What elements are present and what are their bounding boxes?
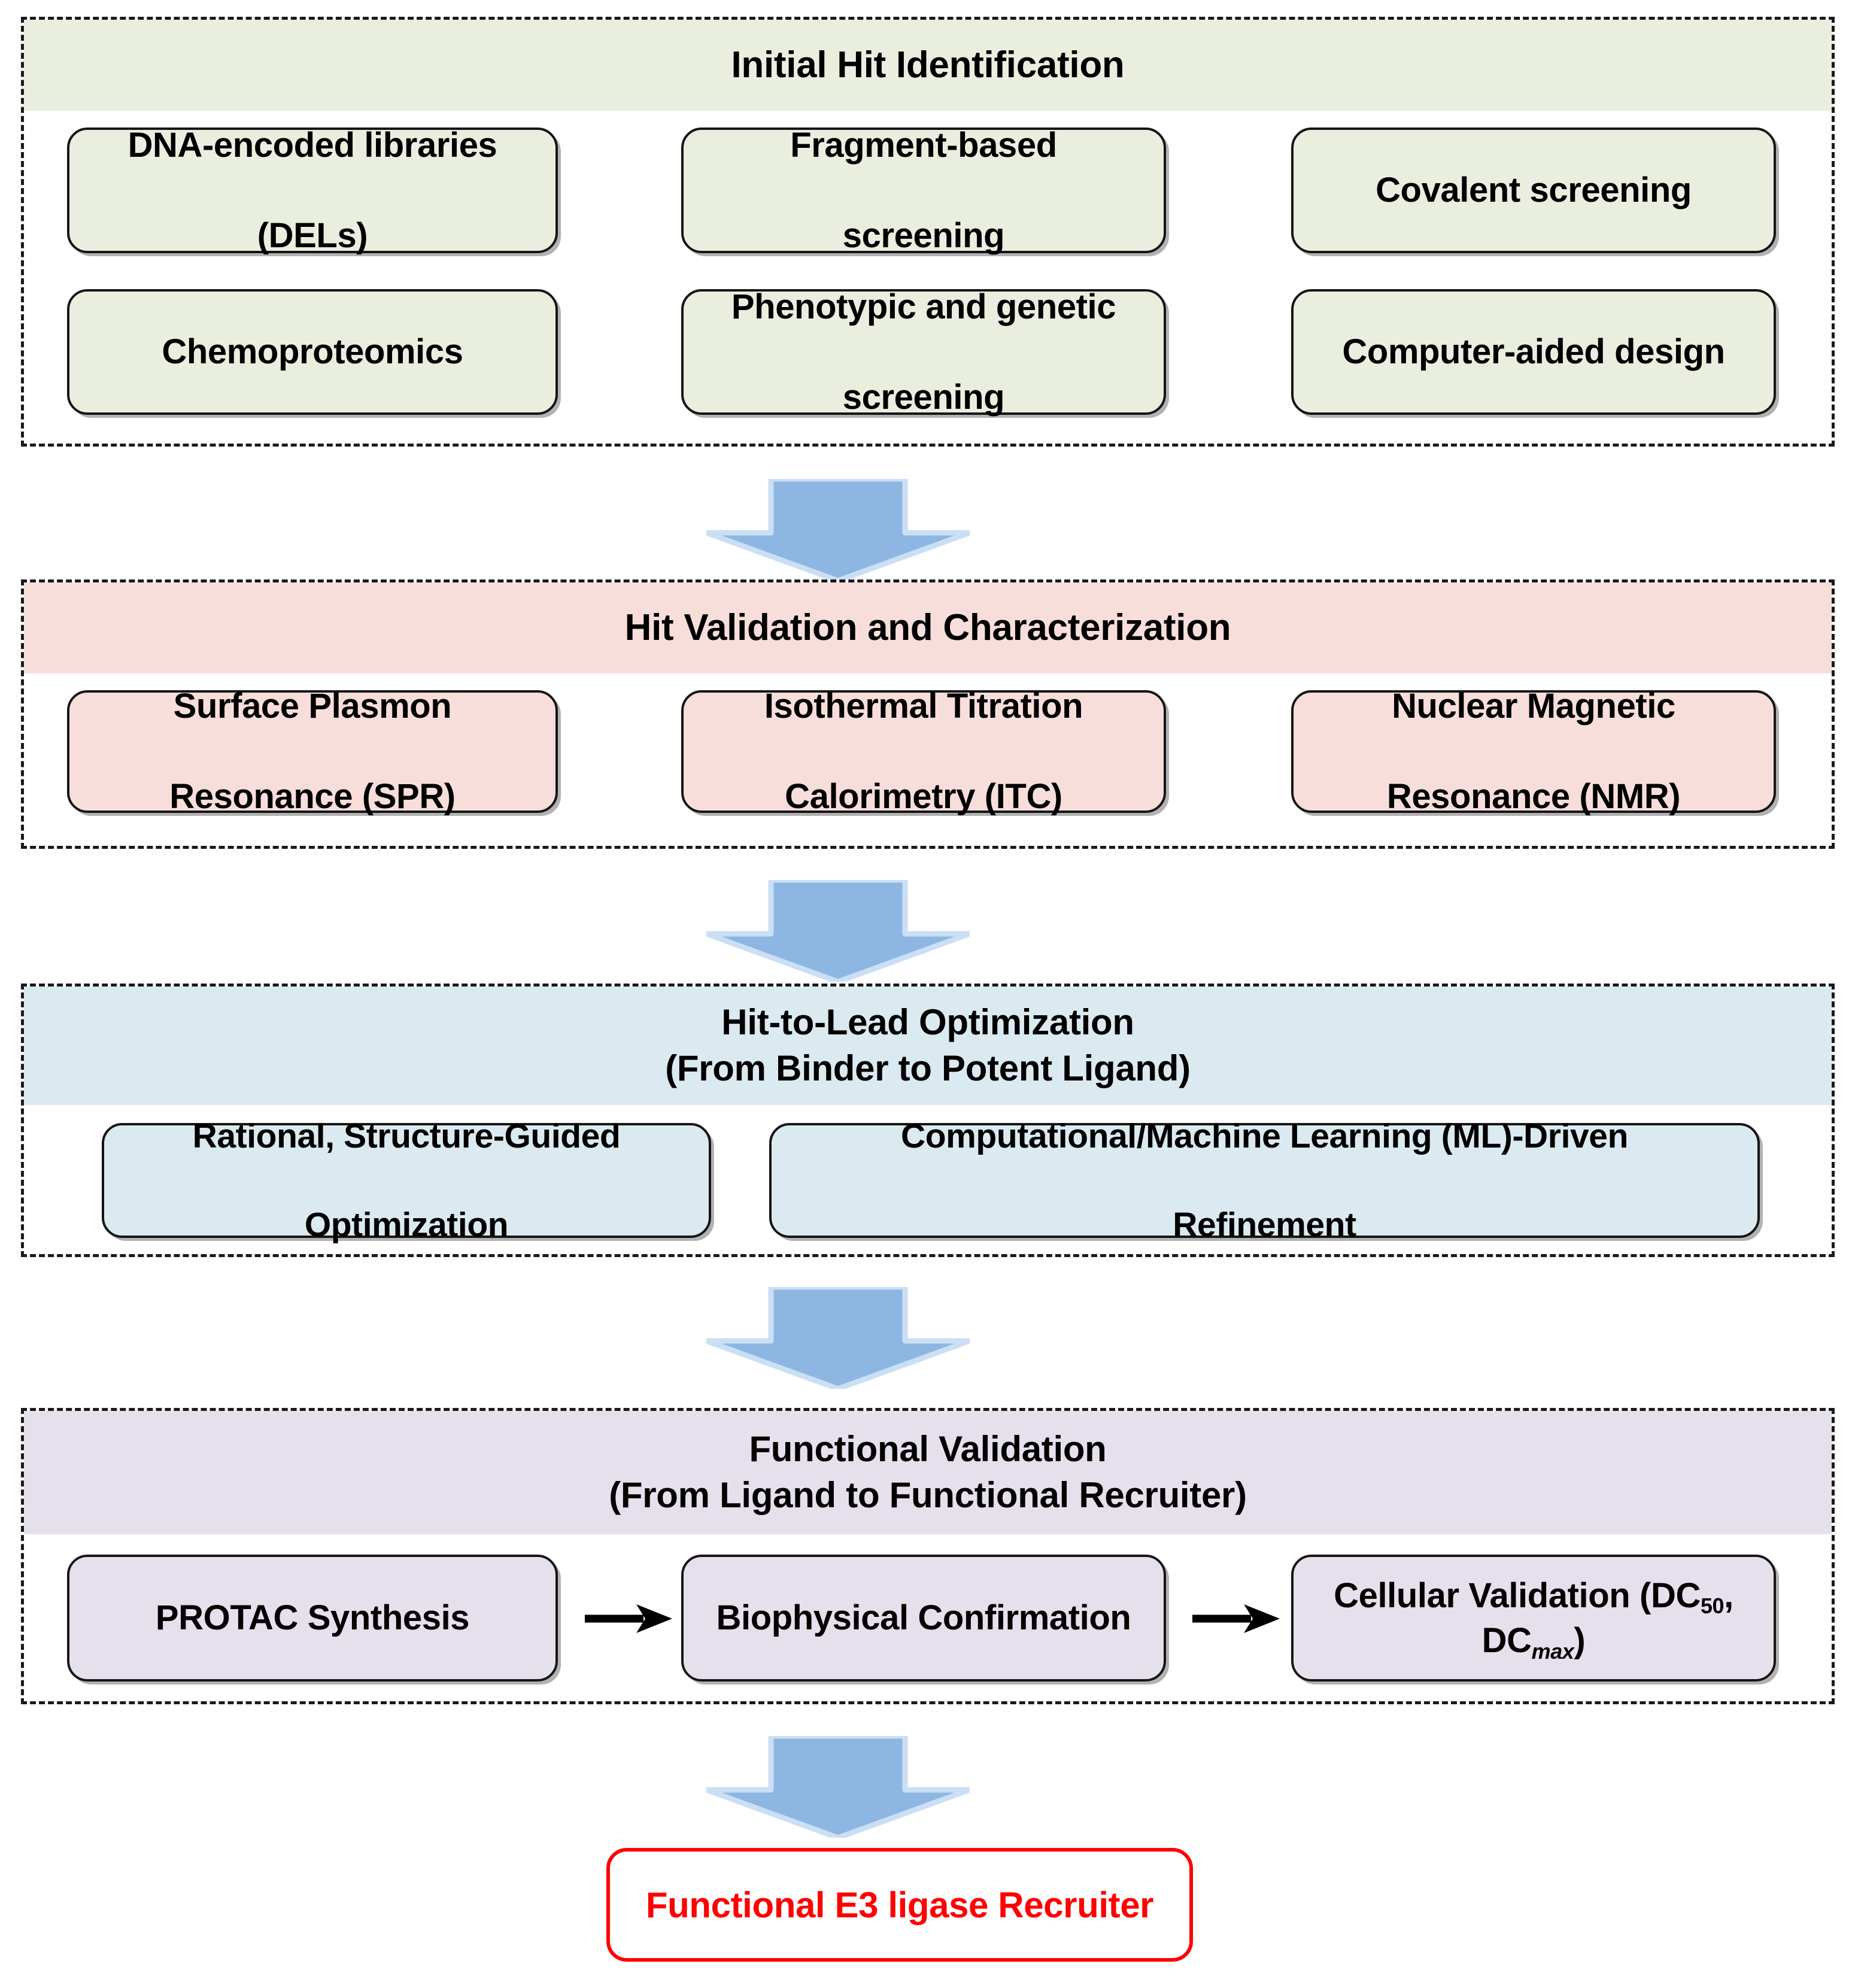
connector-arrow-icon-1 (584, 1601, 672, 1636)
node-protac-synthesis[interactable]: PROTAC Synthesis (67, 1555, 558, 1682)
node-label: Chemoproteomics (162, 332, 463, 372)
node-label: Covalent screening (1376, 171, 1692, 210)
node-biophysical-confirmation[interactable]: Biophysical Confirmation (681, 1555, 1166, 1682)
node-label: Computational/Machine Learning (ML)-Driv… (900, 1116, 1629, 1245)
section-header-line: Initial Hit Identification (731, 44, 1125, 86)
node-dna-encoded-libraries[interactable]: DNA-encoded libraries(DELs) (67, 126, 558, 255)
final-output-label: Functional E3 ligase Recruiter (645, 1884, 1154, 1925)
section-header-hit-validation-and-characterization: Hit Validation and Characterization (24, 582, 1832, 673)
section-header-line: Functional Validation (749, 1429, 1107, 1470)
section-header-hit-to-lead-optimization: Hit-to-Lead Optimization (From Binder to… (24, 987, 1832, 1105)
node-computational-ml-driven-refinement[interactable]: Computational/Machine Learning (ML)-Driv… (769, 1117, 1760, 1244)
section-header-line: Hit Validation and Characterization (624, 607, 1231, 649)
flow-arrow-4 (706, 1736, 970, 1838)
section-hit-to-lead-optimization: Hit-to-Lead Optimization (From Binder to… (21, 984, 1835, 1257)
flow-arrow-1 (706, 479, 970, 581)
section-header-functional-validation: Functional Validation (From Ligand to Fu… (24, 1411, 1832, 1534)
section-header-initial-hit-identification: Initial Hit Identification (24, 20, 1832, 111)
flow-arrow-2 (706, 880, 970, 982)
section-header-line: Hit-to-Lead Optimization (721, 1002, 1134, 1043)
node-computer-aided-design[interactable]: Computer-aided design (1291, 289, 1776, 415)
node-label: DNA-encoded libraries(DELs) (127, 125, 497, 255)
flow-arrow-3 (706, 1287, 970, 1389)
node-chemoproteomics[interactable]: Chemoproteomics (67, 289, 558, 415)
section-hit-validation-and-characterization: Hit Validation and Characterization Surf… (21, 579, 1835, 849)
section-initial-hit-identification: Initial Hit Identification DNA-encoded l… (21, 17, 1835, 447)
section-header-subline: (From Binder to Potent Ligand) (665, 1048, 1191, 1088)
node-label: PROTAC Synthesis (155, 1598, 470, 1638)
section-functional-validation: Functional Validation (From Ligand to Fu… (21, 1408, 1835, 1704)
final-output-box[interactable]: Functional E3 ligase Recruiter (606, 1848, 1193, 1962)
connector-arrow-icon-2 (1191, 1601, 1280, 1636)
section-header-subline: (From Ligand to Functional Recruiter) (609, 1475, 1247, 1515)
node-label: Cellular Validation (DC50, DCmax) (1334, 1576, 1733, 1664)
node-cellular-validation[interactable]: Cellular Validation (DC50, DCmax) (1291, 1555, 1776, 1682)
node-covalent-screening[interactable]: Covalent screening (1291, 128, 1776, 253)
node-label: Computer-aided design (1342, 332, 1725, 372)
node-label: Biophysical Confirmation (716, 1598, 1131, 1638)
